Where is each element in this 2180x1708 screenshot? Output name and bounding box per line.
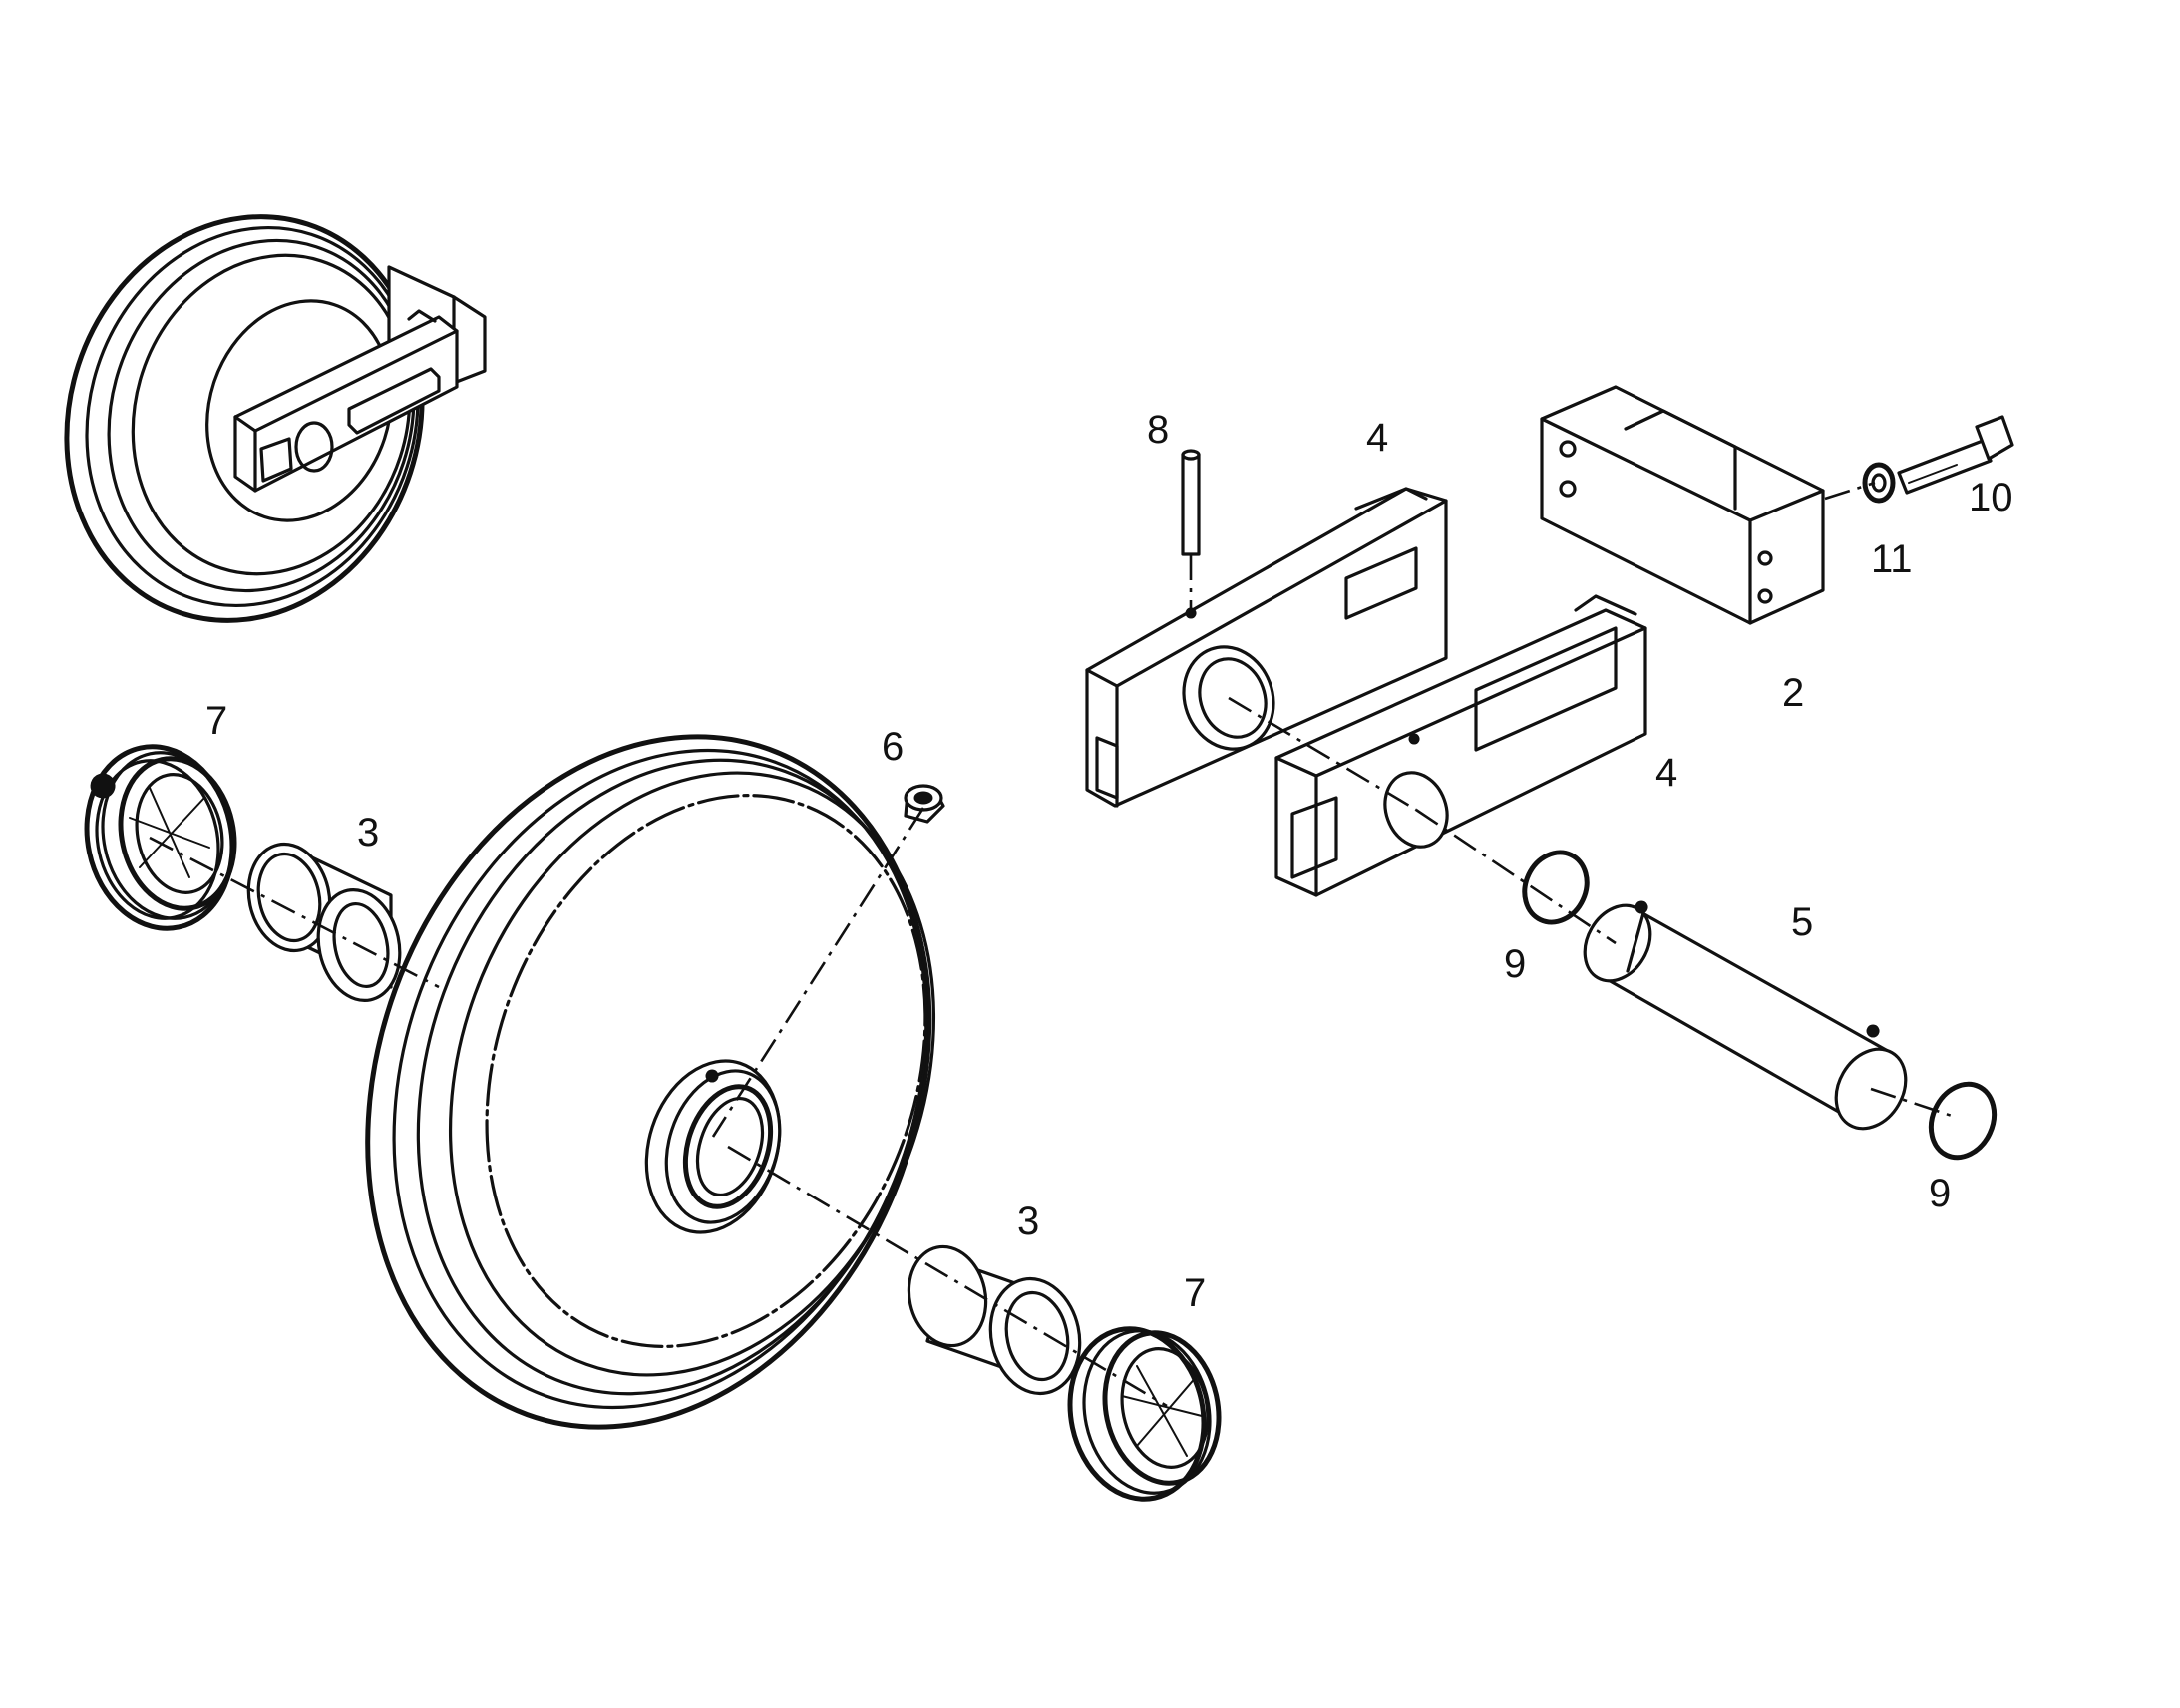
callout-3-upper: 3 — [357, 811, 379, 854]
callout-7-upper: 7 — [205, 699, 227, 743]
ring-9-upper — [1522, 850, 1590, 925]
washer-11 — [1862, 462, 1896, 504]
callout-4-back: 4 — [1366, 416, 1388, 460]
callout-6: 6 — [882, 725, 904, 769]
idler-wheel-main — [365, 734, 936, 1430]
callout-9-upper: 9 — [1504, 942, 1526, 986]
ring-9-lower — [1928, 1081, 1998, 1161]
bushing-3-lower — [907, 1244, 1082, 1396]
seal-7-lower — [1067, 1326, 1222, 1502]
shaft-5 — [1583, 900, 1908, 1131]
callout-3-lower: 3 — [1017, 1199, 1039, 1243]
callout-7-lower: 7 — [1184, 1271, 1206, 1315]
bushing-3-upper — [246, 842, 402, 1003]
callout-8: 8 — [1147, 408, 1169, 452]
callout-9-lower: 9 — [1929, 1172, 1951, 1215]
callout-labels: 2 3 3 4 4 5 6 7 7 8 9 9 10 11 — [205, 408, 2013, 1315]
plug-6 — [904, 784, 945, 824]
assembly-axes — [149, 481, 1956, 1408]
block-2 — [1540, 385, 1825, 625]
pin-8 — [1181, 449, 1201, 556]
callout-11: 11 — [1871, 537, 1913, 581]
callout-10: 10 — [1969, 476, 2013, 519]
callout-4-front: 4 — [1655, 751, 1677, 795]
seal-7-upper — [84, 744, 237, 931]
assembled-idler-view — [64, 214, 487, 623]
callout-2: 2 — [1782, 671, 1804, 715]
bolt-10 — [1897, 415, 2014, 495]
callout-5: 5 — [1791, 900, 1813, 944]
